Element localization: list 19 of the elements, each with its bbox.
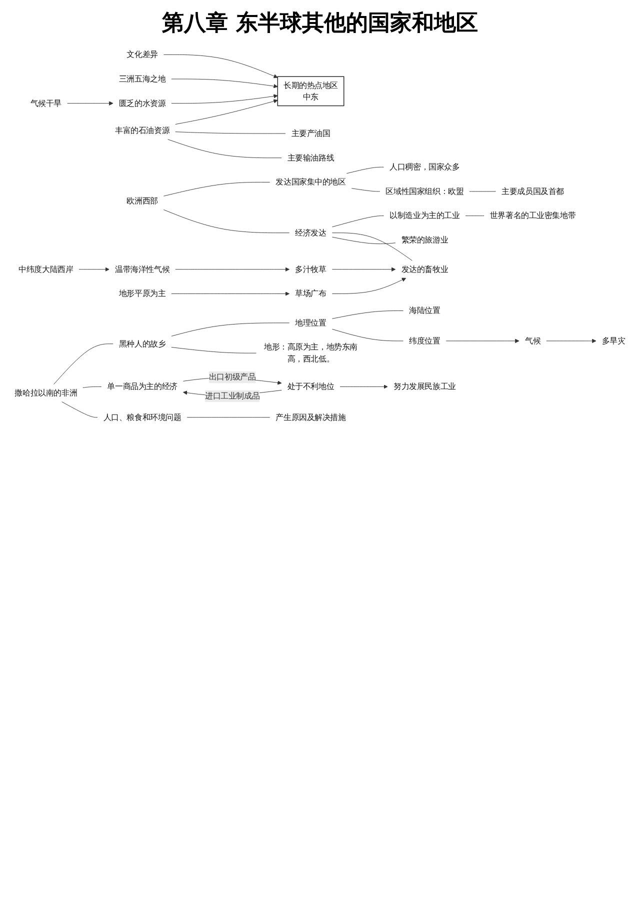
connector <box>332 236 396 244</box>
connector <box>351 188 380 192</box>
connector <box>332 310 404 319</box>
connector <box>332 328 404 342</box>
connector <box>163 182 270 196</box>
connector <box>175 132 286 134</box>
connector <box>186 417 270 418</box>
connector <box>332 232 412 261</box>
connector <box>163 210 290 234</box>
connector <box>469 191 496 192</box>
connector <box>171 322 290 336</box>
connector <box>171 347 256 354</box>
connector <box>332 216 384 228</box>
connector <box>54 344 114 384</box>
connector <box>346 166 384 174</box>
diagram-title: 第八章 东半球其他的国家和地区 <box>161 10 479 38</box>
connector <box>62 402 98 418</box>
connector <box>82 386 102 388</box>
connector <box>168 139 282 158</box>
